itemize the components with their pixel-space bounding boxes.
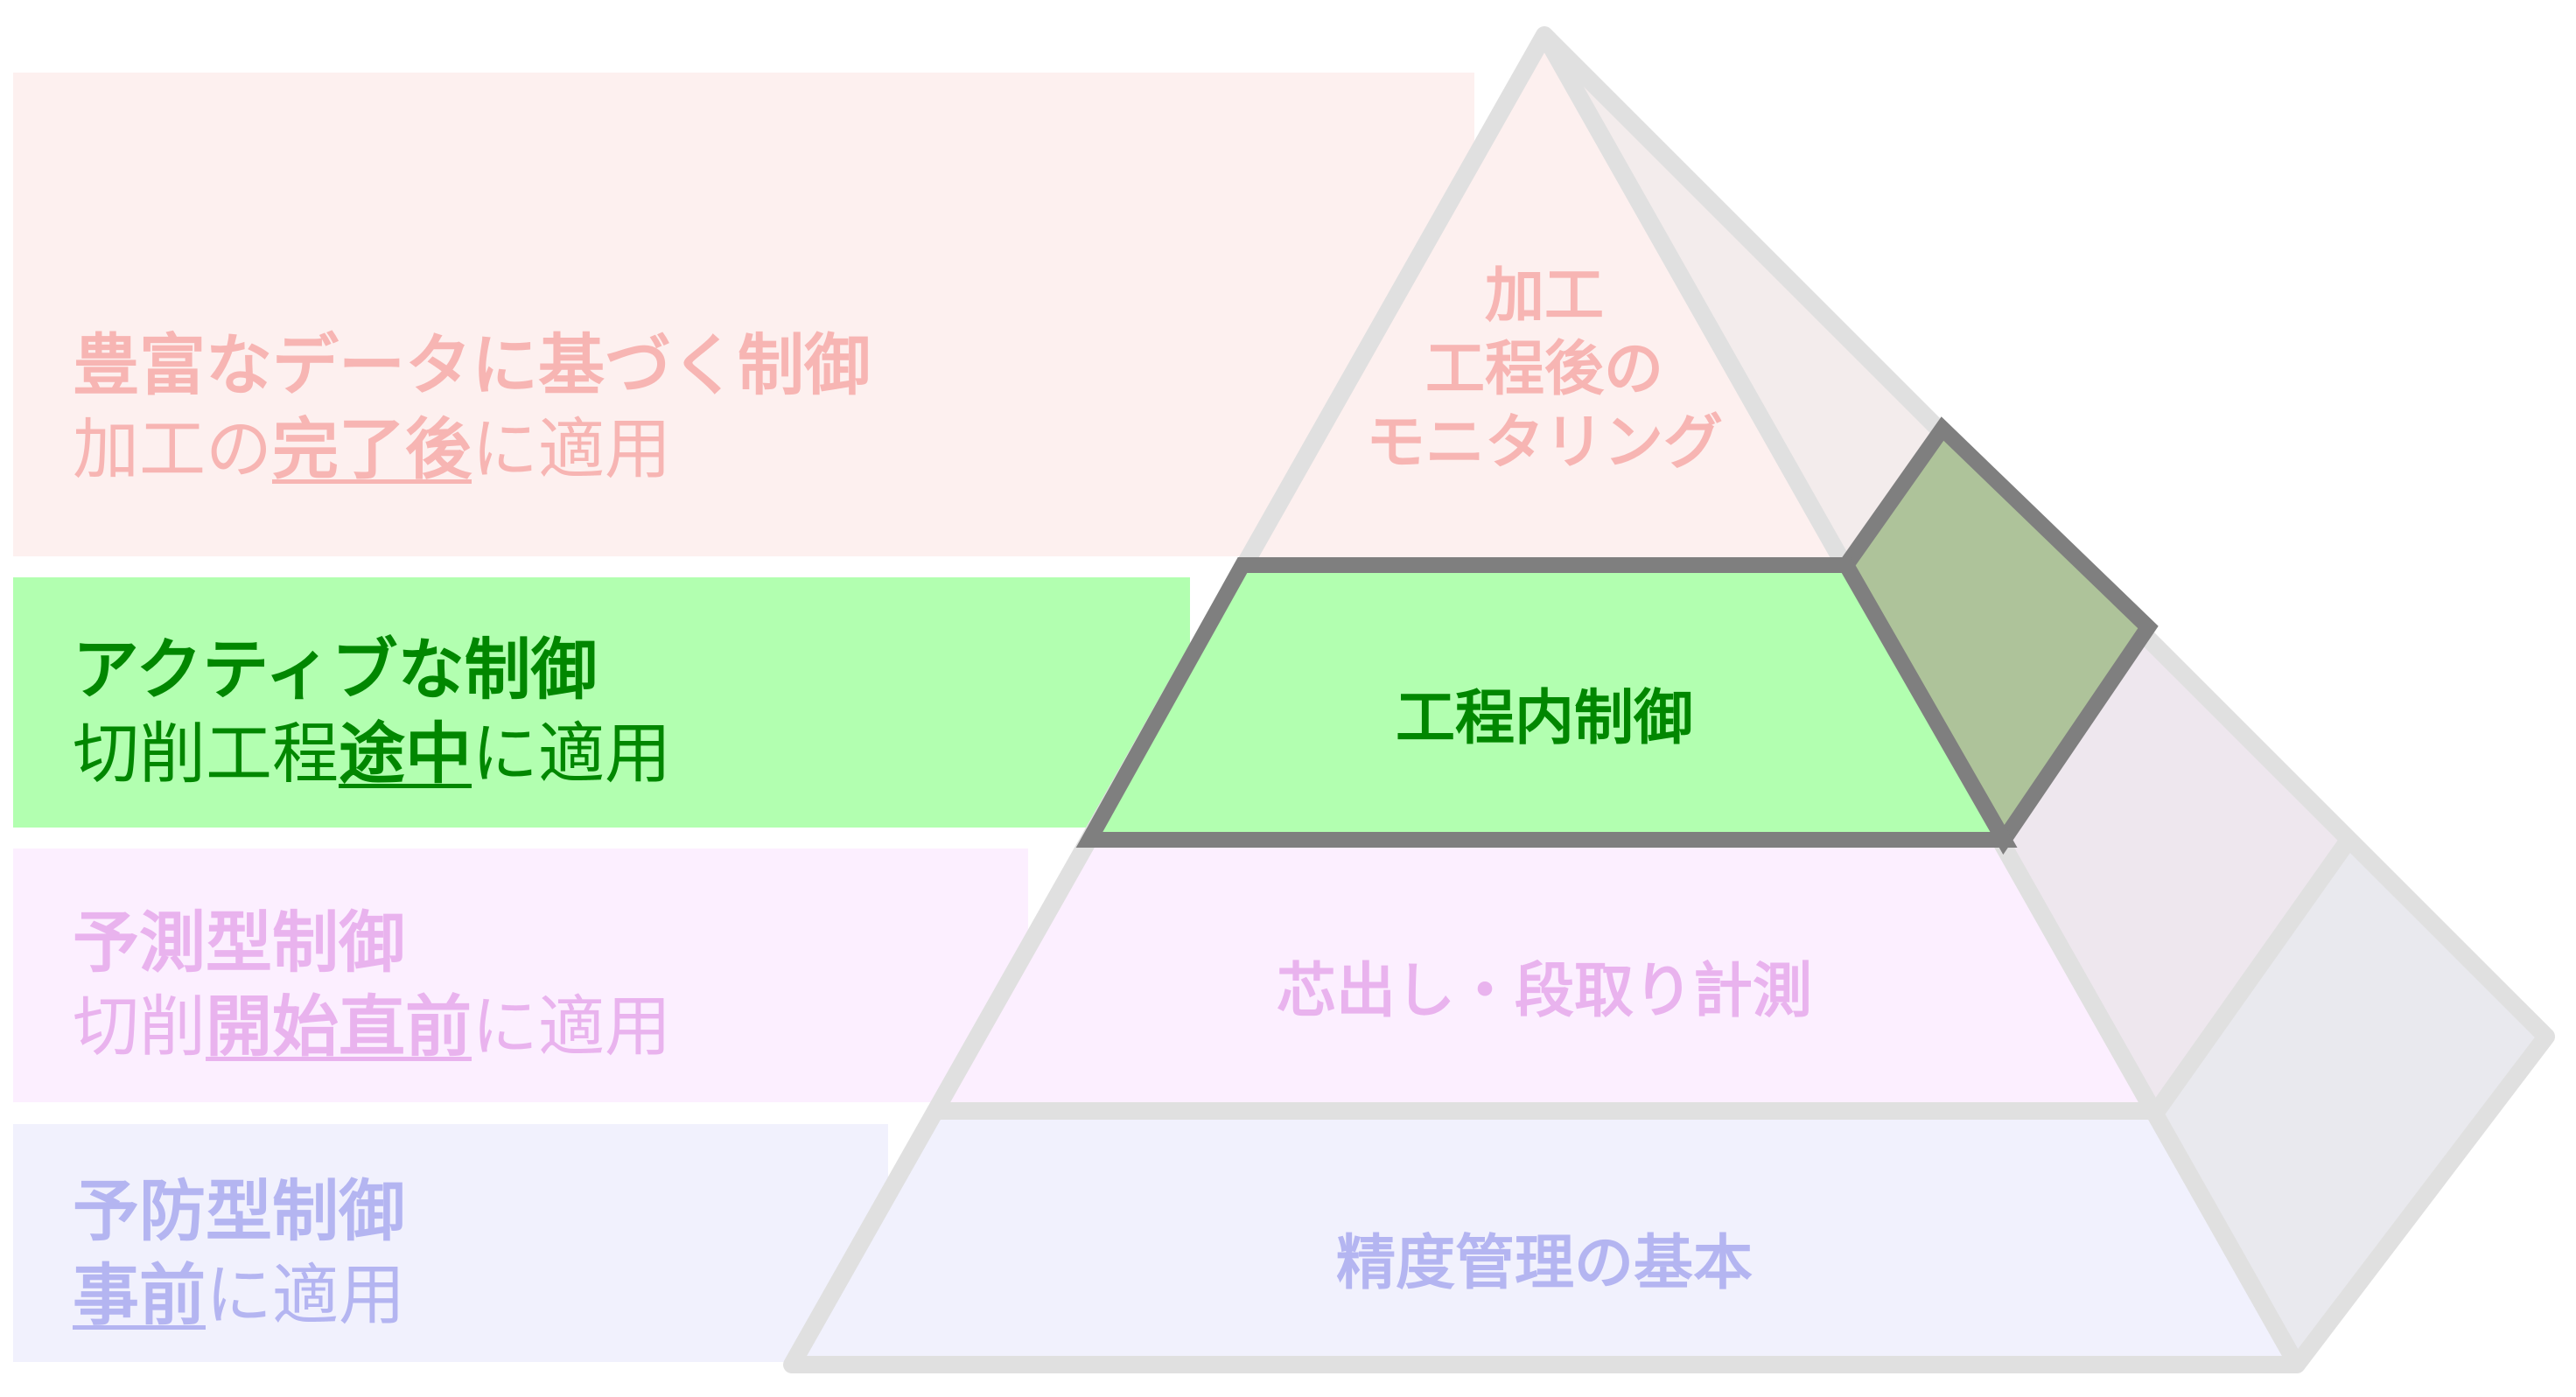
band-title-top: 豊富なデータに基づく制御: [73, 326, 871, 404]
band-background-third: [13, 849, 1028, 1102]
band-emphasis-top: 完了後: [272, 410, 472, 488]
band-background-bottom: [13, 1124, 888, 1362]
layer-label-second: 工程内制御: [1395, 684, 1693, 753]
layer-label-bottom: 精度管理の基本: [1335, 1229, 1753, 1298]
band-title-bottom: 予防型制御: [73, 1172, 405, 1250]
band-subtitle-bottom: 事前に適用: [73, 1256, 405, 1334]
layer-label-third: 芯出し・段取り計測: [1276, 957, 1812, 1026]
band-emphasis-second: 途中: [339, 715, 472, 793]
band-emphasis-third: 開始直前: [206, 988, 472, 1065]
band-text-top: 豊富なデータに基づく制御 加工の完了後に適用: [73, 324, 871, 492]
band-subtitle-top: 加工の完了後に適用: [73, 410, 671, 488]
pyramid-layer-bottom: [792, 1111, 2297, 1365]
layer-label-top: 加工 工程後の モニタリング: [1365, 262, 1723, 478]
band-emphasis-bottom: 事前: [73, 1256, 206, 1334]
band-background-top: [13, 73, 1474, 556]
band-text-second: アクティブな制御 切削工程途中に適用: [73, 628, 671, 796]
pyramid-layer-highlighted: [1075, 557, 2018, 848]
band-text-bottom: 予防型制御 事前に適用: [73, 1170, 405, 1338]
band-title-third: 予測型制御: [73, 904, 405, 981]
band-text-third: 予測型制御 切削開始直前に適用: [73, 901, 671, 1069]
pyramid-layer-third: [936, 840, 2157, 1111]
band-title-second: アクティブな制御: [73, 631, 598, 709]
pyramid-side-top: [1544, 35, 1942, 565]
band-background-second: [13, 577, 1190, 828]
band-subtitle-second: 切削工程途中に適用: [73, 715, 671, 793]
pyramid-layer-top: [1242, 35, 1846, 565]
band-subtitle-third: 切削開始直前に適用: [73, 988, 671, 1065]
